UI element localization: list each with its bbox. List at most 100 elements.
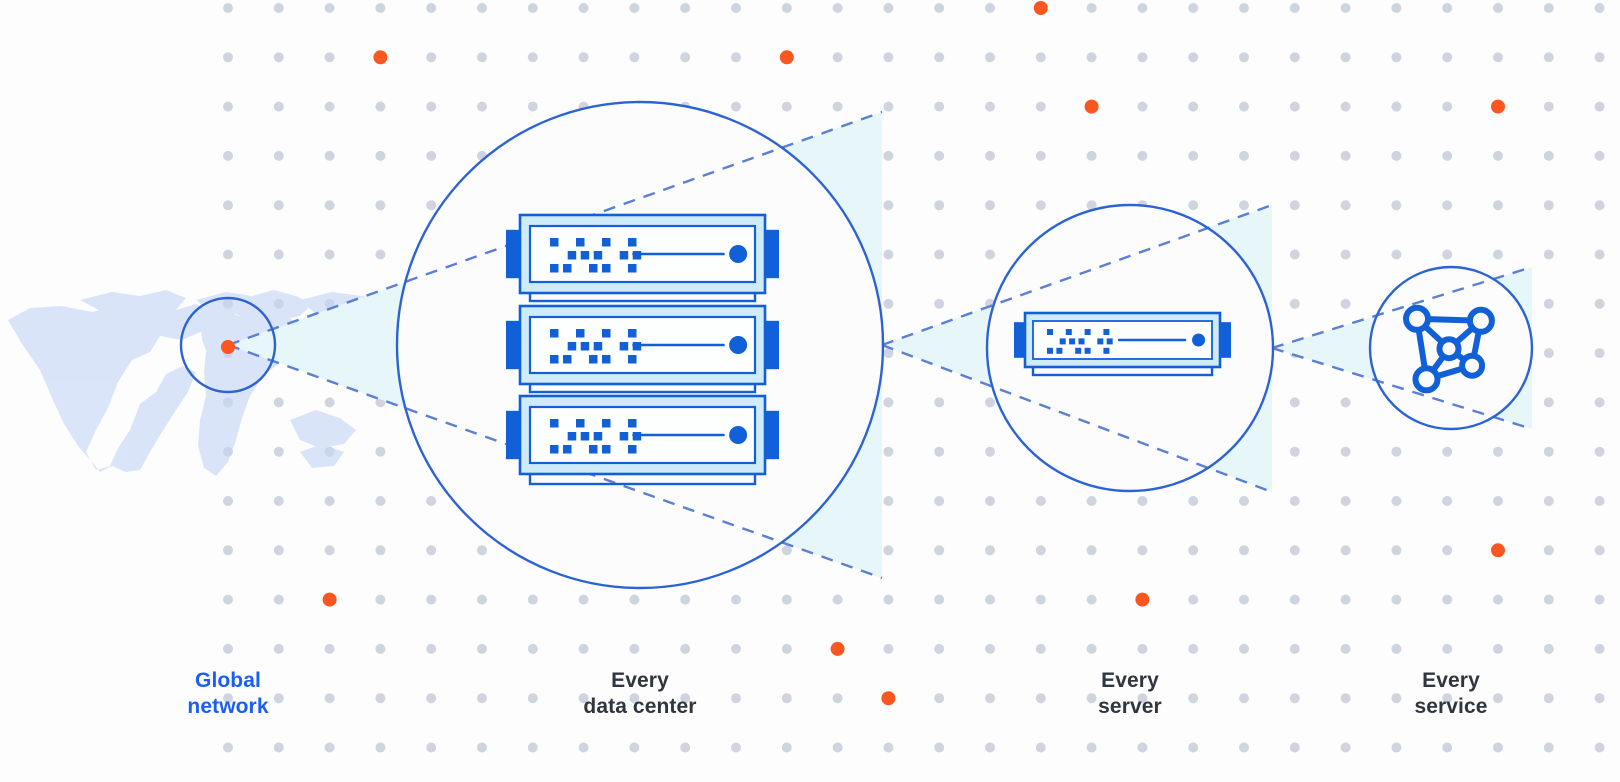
grid-dot	[1442, 150, 1453, 161]
grid-dot	[527, 742, 538, 753]
grid-dot	[934, 249, 945, 260]
grid-dot	[426, 545, 437, 556]
rack-status-dot	[729, 245, 748, 263]
grid-dot	[426, 3, 437, 13]
server-rack-illustration[interactable]	[506, 213, 779, 486]
server-led	[619, 251, 629, 260]
grid-dot	[1391, 496, 1402, 506]
grid-dot	[477, 52, 487, 63]
grid-dot	[426, 101, 437, 112]
grid-dot	[1035, 545, 1046, 556]
grid-dot	[934, 545, 945, 556]
server-led	[1075, 347, 1082, 354]
grid-dot	[1594, 52, 1605, 63]
grid-dot	[985, 397, 995, 408]
server-led	[1103, 347, 1110, 354]
rack-unit-1[interactable]	[506, 213, 779, 295]
grid-dot	[1543, 52, 1554, 63]
grid-dot	[1289, 397, 1300, 408]
server-led	[628, 264, 637, 273]
grid-dot	[273, 200, 284, 211]
grid-dot	[731, 742, 741, 753]
grid-dot	[934, 3, 945, 13]
grid-dot	[1594, 150, 1605, 161]
grid-dot	[1188, 150, 1199, 161]
server-led	[1078, 338, 1085, 345]
server-led	[593, 432, 603, 441]
grid-dot	[324, 200, 335, 211]
server-led	[580, 251, 590, 260]
grid-dot	[883, 249, 894, 260]
grid-dot	[1594, 446, 1605, 457]
grid-dot	[1442, 3, 1453, 13]
grid-dot	[1239, 52, 1249, 63]
grid-dot	[731, 693, 741, 704]
grid-dot	[1543, 643, 1554, 654]
grid-dot	[883, 52, 894, 63]
grid-dot	[223, 545, 233, 556]
grid-dot	[832, 742, 843, 753]
grid-dot	[1289, 693, 1300, 704]
grid-dot	[1340, 397, 1351, 408]
data-center-circle-outline[interactable]	[395, 100, 885, 590]
grid-dot	[731, 643, 741, 654]
grid-dot	[1493, 643, 1503, 654]
server-led	[576, 238, 585, 247]
map-zoom-circle[interactable]	[179, 296, 277, 394]
grid-dot	[832, 594, 843, 605]
grid-dot	[1442, 52, 1453, 63]
grid-dot	[1035, 594, 1046, 605]
grid-dot	[324, 397, 335, 408]
server-led	[1047, 347, 1053, 354]
grid-dot	[1442, 200, 1453, 211]
grid-dot	[578, 742, 589, 753]
grid-dot	[375, 545, 386, 556]
grid-dot	[1188, 200, 1199, 211]
grid-dot	[273, 693, 284, 704]
grid-dot	[1594, 594, 1605, 605]
server-led	[1084, 329, 1091, 335]
rack-unit-3[interactable]	[506, 394, 779, 476]
grid-dot	[273, 594, 284, 605]
grid-dot	[324, 3, 335, 13]
service-circle-outline[interactable]	[1368, 265, 1534, 431]
grid-dot	[324, 249, 335, 260]
grid-dot	[527, 101, 538, 112]
grid-dot	[1442, 249, 1453, 260]
network-graph-icon[interactable]	[1403, 304, 1495, 394]
grid-dot	[731, 52, 741, 63]
grid-dot	[1035, 742, 1046, 753]
grid-dot	[985, 545, 995, 556]
grid-dot	[1493, 200, 1503, 211]
grid-dot	[477, 594, 487, 605]
grid-dot	[781, 101, 792, 112]
grid-dot	[1391, 446, 1402, 457]
grid-dot	[680, 3, 691, 13]
grid-dot	[934, 643, 945, 654]
grid-dot	[985, 742, 995, 753]
server-status-dot	[1192, 333, 1206, 347]
grid-dot	[1289, 52, 1300, 63]
server-led	[1069, 338, 1076, 345]
grid-dot	[1137, 545, 1148, 556]
grid-dot	[1035, 643, 1046, 654]
server-led	[602, 264, 611, 273]
grid-dot	[426, 693, 437, 704]
grid-dot	[324, 101, 335, 112]
grid-dot	[1340, 200, 1351, 211]
cone-server-to-service-bottom-edge	[1271, 346, 1533, 431]
server-circle-outline[interactable]	[985, 203, 1275, 493]
grid-dot	[1239, 496, 1249, 506]
grid-dot	[426, 594, 437, 605]
single-server-illustration[interactable]	[1014, 311, 1231, 377]
grid-dot	[1340, 643, 1351, 654]
grid-dot	[1289, 200, 1300, 211]
rack-unit-2[interactable]	[506, 304, 779, 386]
grid-dot	[477, 742, 487, 753]
grid-dot	[273, 446, 284, 457]
grid-dot	[1289, 742, 1300, 753]
grid-dot	[985, 693, 995, 704]
grid-dot	[223, 594, 233, 605]
grid-dot	[1594, 397, 1605, 408]
grid-dot	[375, 643, 386, 654]
